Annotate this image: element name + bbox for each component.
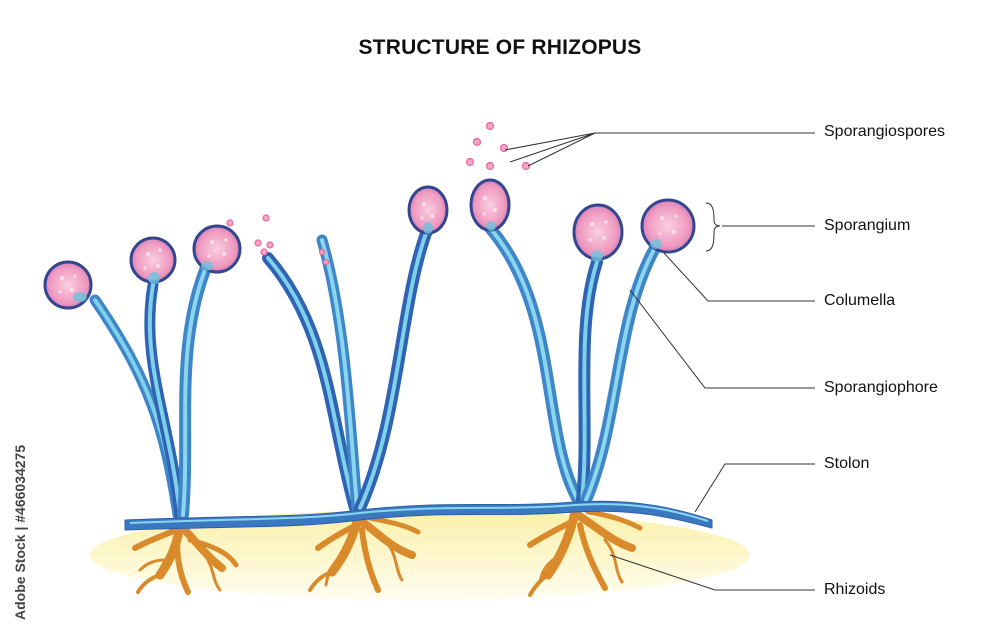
spore-speckles [58,196,678,294]
stolon [124,500,713,531]
rhizoid-cluster-3 [527,507,643,597]
sporangium-brace [705,202,721,252]
diagram-title: STRUCTURE OF RHIZOPUS [358,36,642,59]
leader-rhizoids [609,554,815,591]
leader-stolon [694,463,815,513]
label-rhizoids: Rhizoids [824,581,886,598]
sporangiophores [89,222,661,521]
stock-watermark-id: Adobe Stock | #466034275 [12,444,28,620]
sporangia [43,178,696,310]
label-sporangium: Sporangium [824,217,911,234]
label-sporangiospores: Sporangiospores [824,123,945,140]
substrate [90,510,750,600]
label-columella: Columella [824,292,896,309]
released-spores [226,121,531,266]
leader-columella [663,252,815,302]
sporangium-3 [192,224,242,274]
sporangium-7 [640,198,696,254]
leader-lines [504,132,815,591]
leader-sporangiophore [629,289,815,389]
leader-sporangiospores [504,132,815,167]
label-stolon: Stolon [824,455,870,472]
columellae [73,221,662,302]
sporangium-1 [43,260,93,310]
sporangiophore-6 [354,222,434,514]
sporangiophore-7 [484,222,584,506]
label-sporangiophore: Sporangiophore [824,379,938,396]
